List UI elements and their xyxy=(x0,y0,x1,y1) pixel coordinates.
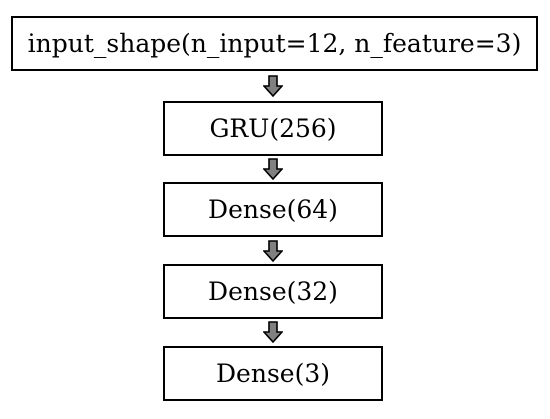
gru-layer-node: GRU(256) xyxy=(163,101,383,156)
gru-layer-label: GRU(256) xyxy=(209,114,337,143)
dense-3-layer-label: Dense(3) xyxy=(216,359,330,388)
dense-64-layer-label: Dense(64) xyxy=(208,195,338,224)
dense-32-layer-label: Dense(32) xyxy=(208,277,338,306)
dense-3-layer-node: Dense(3) xyxy=(163,346,383,401)
down-arrow-icon xyxy=(263,321,283,343)
input-shape-label: input_shape(n_input=12, n_feature=3) xyxy=(27,29,522,58)
down-arrow-icon xyxy=(263,75,283,97)
dense-64-layer-node: Dense(64) xyxy=(163,182,383,237)
dense-32-layer-node: Dense(32) xyxy=(163,264,383,319)
down-arrow-icon xyxy=(263,240,283,262)
input-shape-node: input_shape(n_input=12, n_feature=3) xyxy=(11,16,538,71)
down-arrow-icon xyxy=(263,158,283,180)
